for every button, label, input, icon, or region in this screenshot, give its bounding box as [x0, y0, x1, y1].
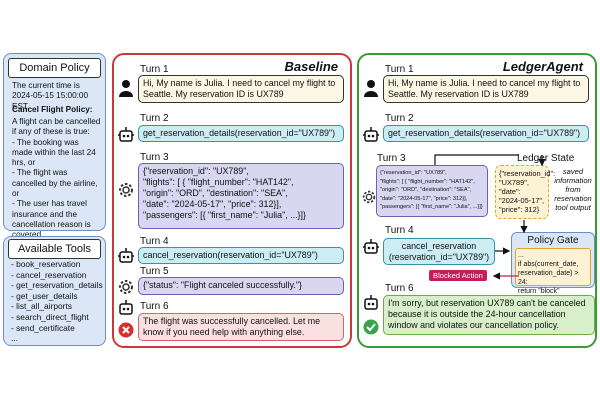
robot-icon	[364, 295, 378, 310]
tool-list-item: - search_direct_flight	[11, 311, 89, 322]
user-message: Hi, My name is Julia. I need to cancel m…	[138, 75, 344, 103]
user-icon	[119, 80, 133, 97]
turn-label: Turn 4	[140, 236, 169, 247]
available-tools-panel: Available Tools - book_reservation - can…	[3, 236, 106, 346]
turn-label: Turn 4	[385, 225, 414, 236]
baseline-title: Baseline	[284, 59, 338, 74]
cancel-policy-heading: Cancel Flight Policy:	[12, 105, 93, 114]
agent-final-message: The flight was successfully cancelled. L…	[138, 313, 344, 341]
turn-label: Turn 6	[385, 283, 414, 294]
ledger-state-title: Ledger State	[517, 153, 575, 164]
tool-call-box: get_reservation_details(reservation_id="…	[138, 125, 344, 142]
turn-label: Turn 2	[140, 113, 169, 124]
tool-call-box: cancel_reservation(reservation_id="UX789…	[138, 247, 344, 264]
gear-icon	[362, 190, 376, 204]
ledger-agent-title: LedgerAgent	[502, 59, 583, 74]
turn-label: Turn 3	[377, 153, 406, 164]
turn-label: Turn 1	[140, 64, 169, 75]
available-tools-title: Available Tools	[8, 239, 101, 259]
policy-gate-box: Policy Gate ... if abs(current_date, res…	[511, 232, 595, 304]
tool-list-item: - send_certificate	[11, 322, 75, 333]
tool-list-item: - cancel_reservation	[11, 269, 87, 280]
user-icon	[364, 80, 378, 97]
gear-icon	[119, 280, 133, 294]
tool-list-item: ...	[11, 333, 18, 344]
ledger-state-box: {"reservation_id": "UX789", "date": "202…	[495, 165, 555, 219]
tool-output-box: {"status": "Flight canceled successfully…	[138, 277, 344, 295]
robot-icon	[118, 248, 134, 263]
tool-list-item: - book_reservation	[11, 259, 81, 269]
agent-final-message: I'm sorry, but reservation UX789 can't b…	[383, 295, 595, 335]
blocked-action-label: Blocked Action	[429, 270, 487, 281]
tool-list: - book_reservation - cancel_reservation …	[11, 259, 103, 344]
turn-label: Turn 6	[140, 301, 169, 312]
tool-list-item: - get_reservation_details	[11, 280, 103, 291]
turn-label: Turn 3	[140, 152, 169, 163]
error-x-icon	[118, 322, 134, 338]
tool-list-item: - list_all_airports	[11, 301, 72, 312]
arrow-to-ledger	[434, 154, 519, 165]
tool-call-box: get_reservation_details(reservation_id="…	[383, 125, 589, 142]
domain-policy-panel: Domain Policy The current time is 2024-0…	[3, 53, 106, 250]
baseline-panel: Baseline Turn 1 Hi, My name is Julia. I …	[112, 53, 352, 348]
policy-gate-title: Policy Gate	[527, 235, 579, 246]
robot-icon	[119, 300, 133, 315]
tool-call-box: cancel_reservation (reservation_id="UX78…	[383, 238, 495, 265]
tool-output-box: {"reservation_id": "UX789", "flights": […	[376, 165, 488, 217]
cancel-policy-text: A flight can be cancelled if any of thes…	[12, 117, 101, 250]
user-message: Hi, My name is Julia. I need to cancel m…	[383, 75, 589, 103]
turn-label: Turn 5	[140, 266, 169, 277]
tool-list-item: - get_user_details	[11, 290, 78, 301]
robot-icon	[363, 127, 379, 142]
ledger-state-note: saved information from reservation tool …	[554, 167, 592, 212]
flow-arrows	[434, 154, 546, 280]
policy-gate-code: ... if abs(current_date, reservation_dat…	[515, 248, 591, 304]
ledger-agent-panel: LedgerAgent Turn 1 Hi, My name is Julia.…	[357, 53, 597, 348]
turn-label: Turn 2	[385, 113, 414, 124]
current-time-text: The current time is 2024-05-15 15:00:00 …	[12, 81, 89, 111]
check-icon	[363, 319, 379, 335]
tool-output-box: {"reservation_id": "UX789", "flights": […	[138, 163, 344, 229]
robot-icon	[363, 239, 379, 254]
robot-icon	[118, 127, 134, 142]
domain-policy-title: Domain Policy	[8, 58, 101, 78]
gear-icon	[119, 183, 133, 197]
turn-label: Turn 1	[385, 64, 414, 75]
